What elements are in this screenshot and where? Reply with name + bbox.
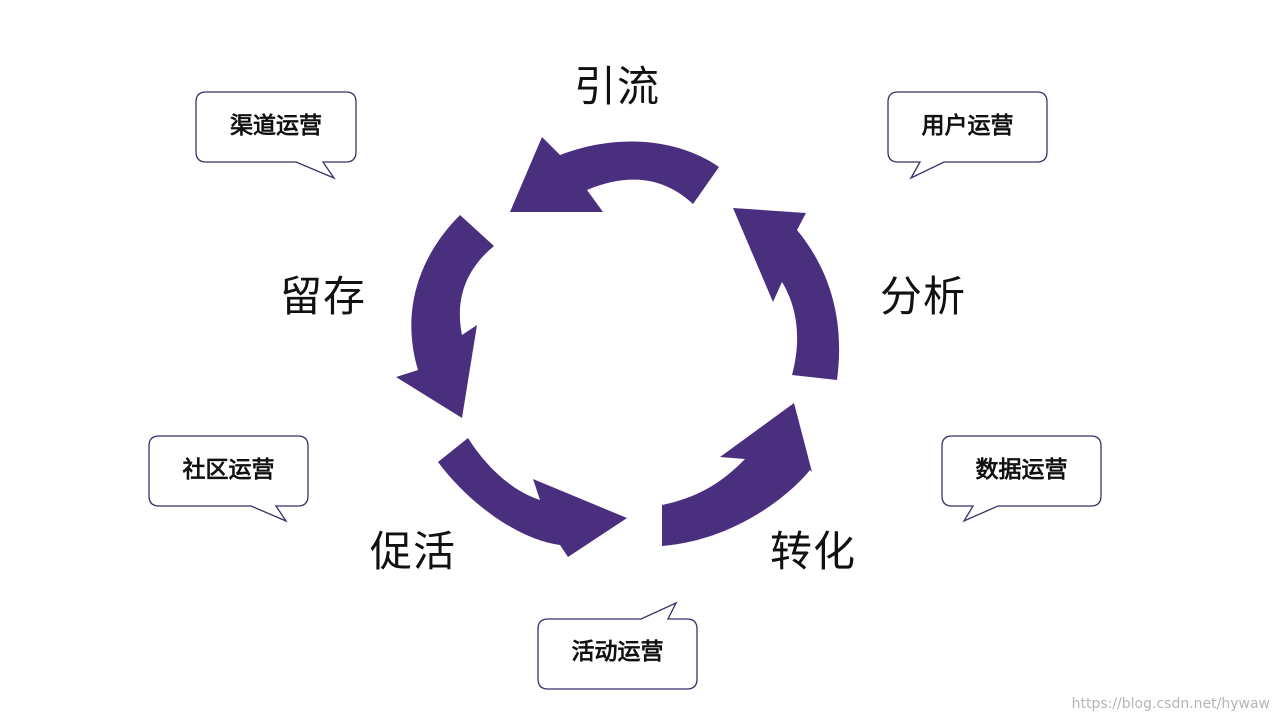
stage-label-fenxi: 分析 [880,272,967,321]
watermark-text: https://blog.csdn.net/hywaw [1071,696,1270,712]
bubble-label-shequ: 社区运营 [182,457,275,483]
stage-label-liucun: 留存 [280,272,367,321]
arrow-liucun-to-cuohuo [396,215,494,418]
bubble-label-qudao: 渠道运营 [230,113,322,139]
bubble-label-shuju: 数据运营 [975,457,1068,483]
stage-label-cuohuo: 促活 [370,527,457,576]
arrow-yinliu-to-liucun [510,137,719,212]
arrow-zhuanhua-to-fenxi [662,403,812,546]
bubble-qudao-shape [195,91,357,180]
bubble-huodong-shape [537,601,698,690]
bubble-shequ-shape [148,435,309,523]
bubble-label-yonghu: 用户运营 [921,113,1014,139]
bubble-shuju-shape [941,435,1102,523]
bubble-label-huodong: 活动运营 [571,639,664,665]
stage-label-zhuanhua: 转化 [770,527,857,576]
arrow-fenxi-to-yinliu [733,208,840,380]
stage-label-yinliu: 引流 [574,62,661,111]
bubble-yonghu-shape [887,91,1048,180]
arrow-cuohuo-to-zhuanhua [438,438,627,557]
